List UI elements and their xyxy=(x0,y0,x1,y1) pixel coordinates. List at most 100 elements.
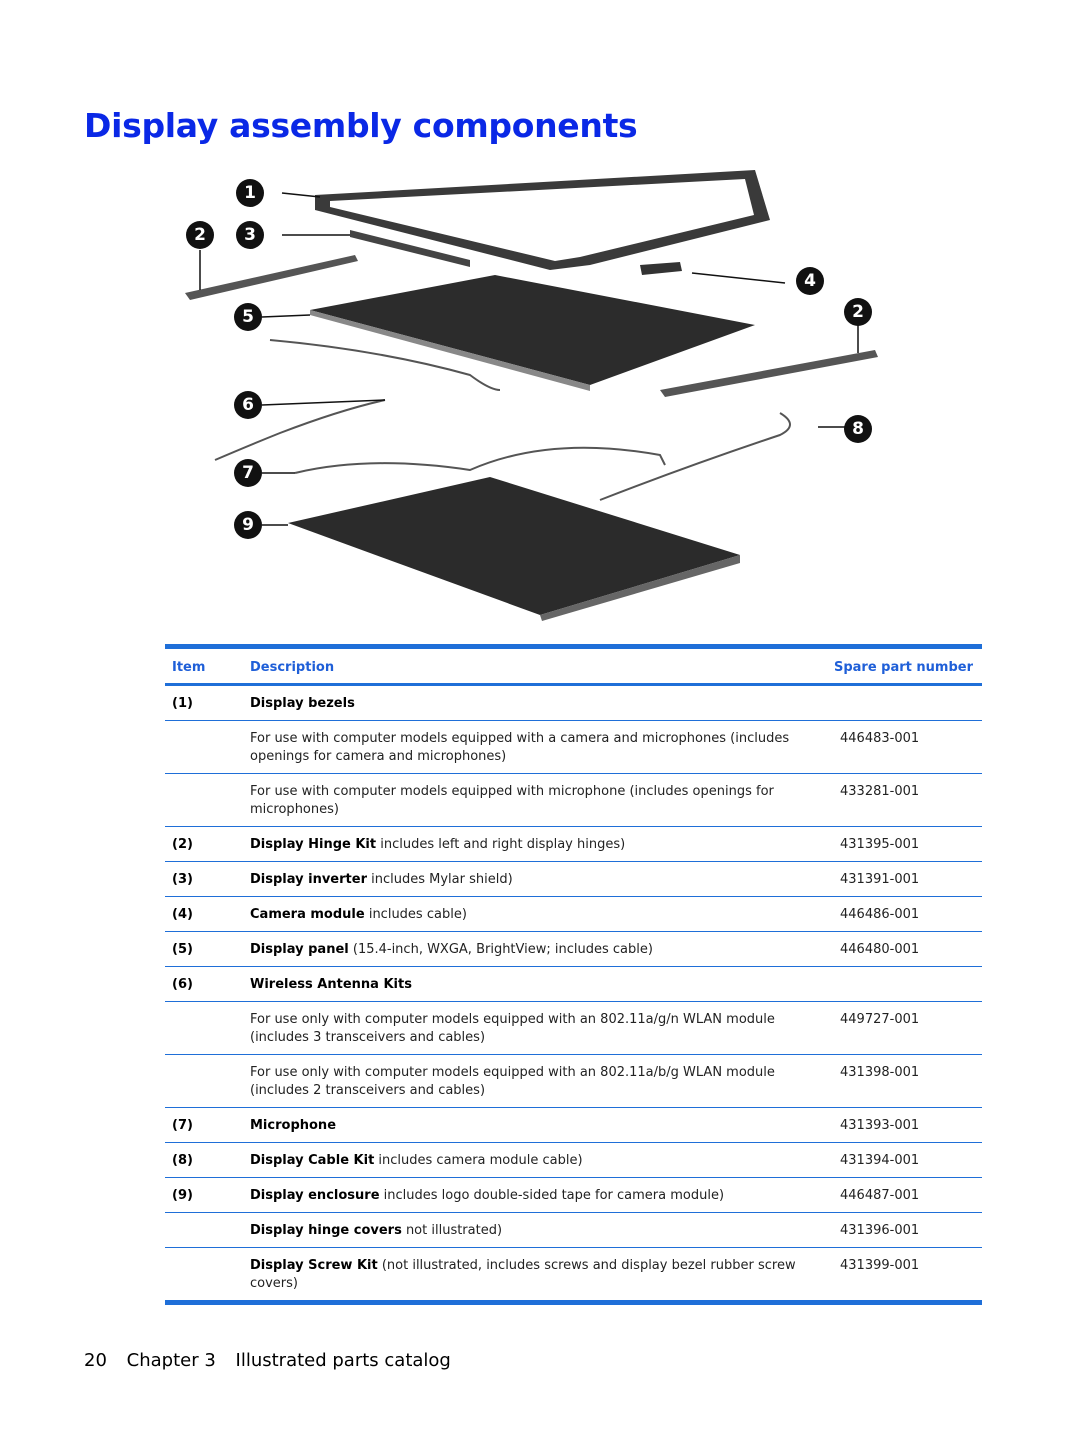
description-cell: Display enclosure includes logo double-s… xyxy=(250,1178,832,1213)
spare-part-number: 431391-001 xyxy=(840,872,920,887)
antenna-cables-drawing xyxy=(214,339,501,461)
item-number: (2) xyxy=(172,837,193,852)
svg-text:3: 3 xyxy=(244,225,256,245)
item-number: (8) xyxy=(172,1153,193,1168)
table-row: (4)Camera module includes cable)446486-0… xyxy=(165,897,982,932)
table-row: (1) Display bezels xyxy=(165,685,982,721)
part-detail: (15.4-inch, WXGA, BrightView; includes c… xyxy=(348,942,653,957)
svg-text:6: 6 xyxy=(242,395,254,415)
item-number: (1) xyxy=(172,696,193,711)
part-detail: includes Mylar shield) xyxy=(366,872,513,887)
description-cell: Display Hinge Kit includes left and righ… xyxy=(250,827,832,862)
svg-text:7: 7 xyxy=(242,463,254,483)
svg-text:5: 5 xyxy=(242,307,254,327)
callout-2-left: 2 xyxy=(186,221,214,249)
table-row: Display hinge covers not illustrated) 431… xyxy=(165,1213,982,1248)
display-panel-drawing xyxy=(261,275,755,391)
item-number: (7) xyxy=(172,1118,193,1133)
item-number xyxy=(165,1248,250,1303)
table-row: (3) Display inverter includes Mylar shiel… xyxy=(165,862,982,897)
description-cell: Display Cable Kit includes camera module… xyxy=(250,1143,832,1178)
item-number xyxy=(165,1055,250,1108)
spare-part-number: 431399-001 xyxy=(840,1258,920,1273)
callout-9: 9 xyxy=(234,511,262,539)
part-detail: includes left and right display hinges) xyxy=(376,837,626,852)
part-name: Display inverter xyxy=(250,872,367,887)
description-cell: For use only with computer models equipp… xyxy=(250,1055,832,1108)
part-detail: not illustrated) xyxy=(401,1223,503,1238)
callout-8: 8 xyxy=(844,415,872,443)
table-row: Display Screw Kit (not illustrated, incl… xyxy=(165,1248,982,1303)
description-cell: Microphone xyxy=(250,1108,832,1143)
part-detail: includes camera module cable) xyxy=(374,1153,583,1168)
svg-text:1: 1 xyxy=(244,183,256,203)
description-cell: Display bezels xyxy=(250,685,832,721)
item-number xyxy=(165,1002,250,1055)
spare-part-number: 431393-001 xyxy=(840,1118,920,1133)
callout-5: 5 xyxy=(234,303,262,331)
callout-6: 6 xyxy=(234,391,262,419)
page-number: 20 xyxy=(84,1350,107,1371)
header-item: Item xyxy=(172,660,206,675)
item-number: (9) xyxy=(172,1188,193,1203)
display-hinge-right-drawing xyxy=(660,325,878,397)
display-bezel-drawing xyxy=(281,170,770,270)
header-description: Description xyxy=(250,660,335,675)
description-cell: Display inverter includes Mylar shield) xyxy=(250,862,832,897)
item-number: (6) xyxy=(172,977,193,992)
spare-part-number xyxy=(832,685,982,721)
part-detail: For use with computer models equipped wi… xyxy=(250,731,790,764)
header-spare-part-number: Spare part number xyxy=(833,660,973,675)
table-row: For use with computer models equipped wi… xyxy=(165,774,982,827)
part-name: Display Screw Kit xyxy=(250,1258,378,1273)
part-detail: For use with computer models equipped wi… xyxy=(250,784,774,817)
microphone-drawing xyxy=(262,446,666,474)
exploded-view-illustration: 1 2 3 2 4 5 6 7 8 9 xyxy=(185,170,878,621)
table-row: (7) Microphone 431393-001 xyxy=(165,1108,982,1143)
table-row: (6) Wireless Antenna Kits xyxy=(165,967,982,1002)
item-number: (5) xyxy=(172,942,193,957)
description-cell: For use only with computer models equipp… xyxy=(250,1002,832,1055)
item-number: (3) xyxy=(172,872,193,887)
spare-part-number: 433281-001 xyxy=(840,784,920,799)
item-number xyxy=(165,721,250,774)
callout-4: 4 xyxy=(796,267,824,295)
description-cell: Display hinge covers not illustrated) xyxy=(250,1213,832,1248)
part-name: Microphone xyxy=(250,1118,337,1133)
part-name: Display hinge covers xyxy=(250,1223,402,1238)
callout-7: 7 xyxy=(234,459,262,487)
svg-text:9: 9 xyxy=(242,515,254,535)
table-row: (8) Display Cable Kit includes camera mod… xyxy=(165,1143,982,1178)
table-row: For use only with computer models equipp… xyxy=(165,1002,982,1055)
page-footer: 20 Chapter 3 Illustrated parts catalog xyxy=(84,1350,465,1371)
spare-part-number: 431398-001 xyxy=(840,1065,920,1080)
spare-part-number: 446487-001 xyxy=(840,1188,920,1203)
svg-text:4: 4 xyxy=(804,271,816,291)
chapter-title: Illustrated parts catalog xyxy=(235,1350,451,1371)
part-detail: For use only with computer models equipp… xyxy=(250,1012,775,1045)
description-cell: Camera module includes cable) xyxy=(250,897,832,932)
display-inverter-drawing xyxy=(282,230,470,267)
table-row: For use with computer models equipped wi… xyxy=(165,721,982,774)
display-enclosure-drawing xyxy=(262,477,740,621)
svg-text:8: 8 xyxy=(852,419,864,439)
table-row: (9) Display enclosure includes logo doubl… xyxy=(165,1178,982,1213)
callout-1: 1 xyxy=(236,179,264,207)
spare-part-number: 431395-001 xyxy=(840,837,920,852)
spare-part-number: 431396-001 xyxy=(840,1223,920,1238)
part-detail: includes cable) xyxy=(364,907,467,922)
callout-3: 3 xyxy=(236,221,264,249)
item-number xyxy=(165,1213,250,1248)
part-name: Display Cable Kit xyxy=(250,1153,375,1168)
display-cable-drawing xyxy=(599,412,850,501)
part-detail: includes logo double-sided tape for came… xyxy=(379,1188,725,1203)
spare-part-number: 446486-001 xyxy=(840,907,920,922)
item-number xyxy=(165,774,250,827)
display-hinge-left-drawing xyxy=(185,250,358,300)
table-header-row: Item Description Spare part number xyxy=(165,646,982,685)
table-row: For use only with computer models equipp… xyxy=(165,1055,982,1108)
part-name: Wireless Antenna Kits xyxy=(250,977,412,992)
spare-part-number: 446480-001 xyxy=(840,942,920,957)
chapter-label: Chapter 3 xyxy=(126,1350,216,1371)
spare-part-number: 449727-001 xyxy=(840,1012,920,1027)
